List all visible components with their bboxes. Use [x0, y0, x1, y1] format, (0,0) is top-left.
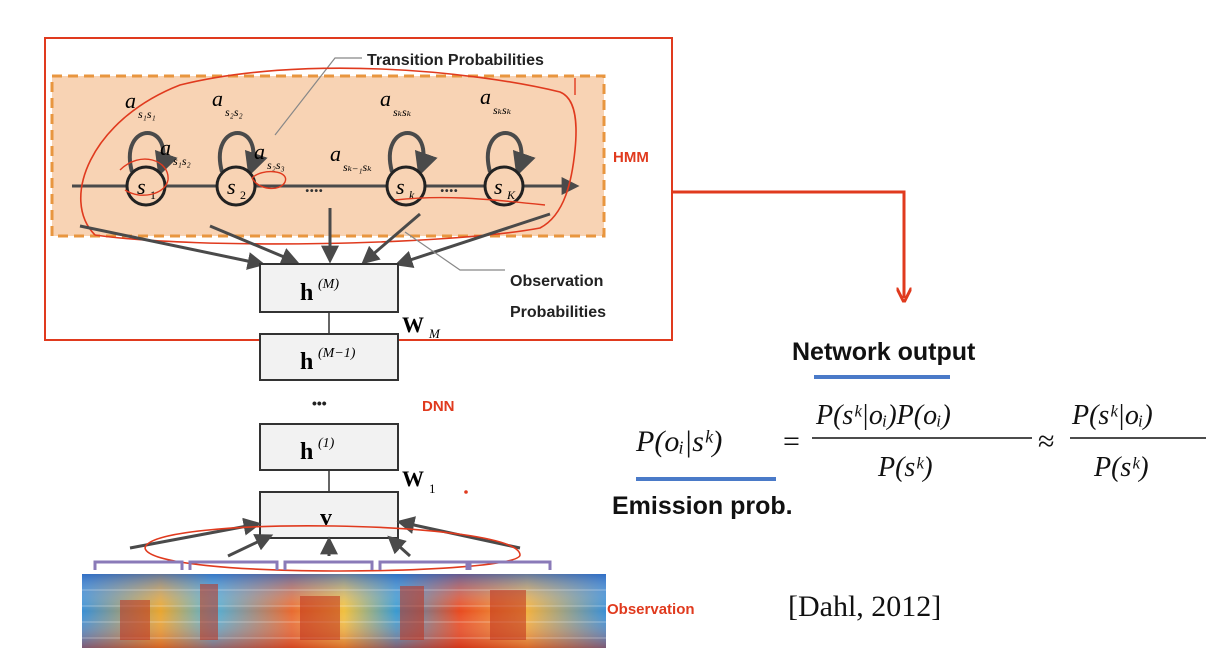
emission-label: Emission prob. [612, 492, 793, 520]
weight-W1: W 1 [402, 466, 436, 496]
formula-den1: P(sᵏ) [877, 452, 933, 483]
formula-equals: = [783, 425, 800, 458]
svg-text:1: 1 [429, 481, 436, 496]
observation-pointer [404, 231, 505, 271]
frame-brackets [93, 560, 552, 570]
input-layer-v: v [259, 491, 399, 539]
state-K: s K [483, 165, 525, 207]
red-scribble [80, 67, 577, 245]
self-prob-k: a sₖsₖ [380, 86, 412, 119]
forward-prob-k: a sₖ₋₁sₖ [330, 141, 372, 174]
svg-text:v: v [320, 505, 332, 531]
red-dot [464, 490, 468, 494]
network-output-label: Network output [792, 338, 976, 366]
svg-text:k: k [409, 188, 415, 202]
spectrogram [82, 574, 606, 648]
citation: [Dahl, 2012] [788, 590, 941, 623]
transition-label: Transition Probabilities [367, 52, 544, 69]
red-scribble-4 [394, 196, 546, 206]
svg-text:h: h [300, 349, 313, 375]
weight-WM: W M [402, 312, 441, 341]
self-loop-k [388, 131, 438, 177]
layer-h1: h (1) [259, 423, 399, 471]
formula-num1: P(sᵏ|oᵢ)P(oᵢ) [815, 400, 951, 431]
dnn-tag: DNN [422, 398, 455, 415]
svg-text:W: W [402, 312, 424, 337]
svg-text:h: h [300, 280, 313, 306]
svg-text:(M−1): (M−1) [318, 346, 356, 361]
state-k: s k [385, 165, 427, 207]
svg-text:1: 1 [150, 188, 156, 202]
flow-arrow [673, 190, 904, 298]
svg-text:K: K [506, 188, 516, 202]
svg-text:(1): (1) [318, 436, 335, 451]
layer-hM1: h (M−1) [259, 333, 399, 381]
chain-dots-2: .... [440, 176, 458, 196]
self-prob-2: a s₂s₂ [212, 86, 243, 119]
svg-text:a: a [160, 135, 171, 160]
hmm-tag: HMM [613, 149, 649, 166]
svg-text:s₁s₁: s₁s₁ [138, 107, 156, 121]
transition-pointer [274, 57, 362, 136]
svg-text:sₖ₋₁sₖ: sₖ₋₁sₖ [343, 160, 372, 174]
svg-text:s: s [396, 174, 405, 199]
observation-tag: Observation [607, 601, 695, 618]
svg-text:s: s [494, 174, 503, 199]
svg-text:s₂s₃: s₂s₃ [267, 158, 285, 172]
self-loop-2 [218, 131, 268, 177]
svg-text:s: s [227, 174, 236, 199]
forward-prob-12: a s₁s₂ [160, 135, 191, 168]
red-scribble-2 [119, 158, 169, 196]
svg-text:s: s [137, 174, 146, 199]
svg-text:W: W [402, 466, 424, 491]
self-loop-1 [128, 131, 178, 177]
self-prob-K: a sₖsₖ [480, 84, 512, 117]
svg-text:a: a [212, 86, 223, 111]
svg-text:h: h [300, 439, 313, 465]
formula-den2: P(sᵏ) [1093, 452, 1149, 483]
svg-text:a: a [330, 141, 341, 166]
state-2: s 2 [215, 165, 257, 207]
svg-text:a: a [480, 84, 491, 109]
svg-text:sₖsₖ: sₖsₖ [393, 105, 412, 119]
layer-ellipsis: ••• [312, 395, 327, 411]
forward-prob-23: a s₂s₃ [254, 139, 285, 172]
svg-text:M: M [428, 326, 441, 341]
layer-hM: h (M) [259, 263, 399, 313]
state-to-layer-arrows [79, 208, 551, 270]
formula-num2: P(sᵏ|oᵢ) [1071, 400, 1153, 431]
self-loop-K [486, 131, 536, 177]
observation-label-2: Probabilities [510, 304, 606, 321]
svg-text:(M): (M) [318, 277, 339, 292]
formula-lhs: P(oᵢ|sᵏ) [635, 425, 722, 458]
svg-text:a: a [380, 86, 391, 111]
red-scribble-3 [251, 171, 287, 189]
observation-label-1: Observation [510, 273, 603, 290]
svg-text:a: a [125, 88, 136, 113]
chain-dots-1: .... [305, 176, 323, 196]
svg-text:2: 2 [240, 188, 246, 202]
state-1: s 1 [125, 165, 167, 207]
formula-approx: ≈ [1038, 425, 1054, 458]
svg-text:a: a [254, 139, 265, 164]
svg-text:sₖsₖ: sₖsₖ [493, 103, 512, 117]
svg-text:s₁s₂: s₁s₂ [173, 154, 191, 168]
svg-text:s₂s₂: s₂s₂ [225, 105, 243, 119]
red-scribble-input [144, 525, 521, 572]
self-prob-1: a s₁s₁ [125, 88, 156, 121]
